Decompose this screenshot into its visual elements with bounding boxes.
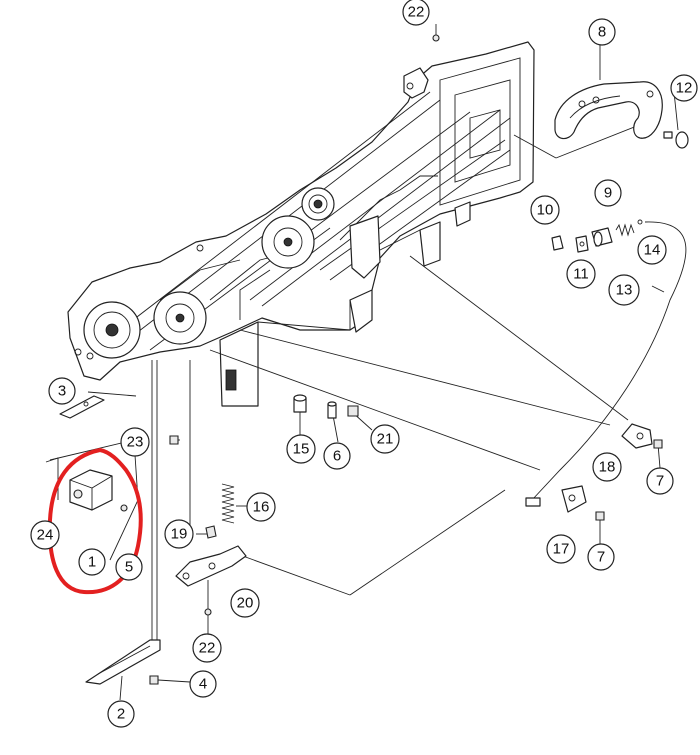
callout-label: 8 — [598, 24, 606, 41]
screw-part-7-upper — [653, 439, 663, 449]
sprocket-large-left — [83, 301, 141, 359]
tape-guide-assembly-part-1 — [69, 469, 128, 512]
callout-20: 20 — [230, 588, 260, 618]
shaft-part-9 — [591, 227, 613, 247]
callout-16: 16 — [246, 492, 276, 522]
callout-label: 22 — [199, 640, 216, 657]
gear-drive — [301, 187, 335, 221]
callout-2: 2 — [107, 700, 135, 728]
callout-label: 22 — [408, 4, 425, 21]
screw-part-4 — [149, 675, 159, 685]
callout-label: 10 — [537, 202, 554, 219]
bracket-part-17 — [525, 485, 587, 513]
pin-part-12 — [663, 131, 689, 149]
callout-9: 9 — [594, 179, 622, 207]
callout-3: 3 — [48, 377, 76, 405]
callout-19: 19 — [164, 519, 194, 549]
screw-part-22-top — [432, 34, 440, 42]
callout-7-upper: 7 — [646, 467, 674, 495]
callout-24: 24 — [30, 520, 60, 550]
clip-part-19 — [205, 525, 217, 539]
leader-lines — [45, 24, 687, 701]
callout-label: 1 — [88, 554, 96, 571]
spring-part-16 — [221, 483, 235, 524]
callout-4: 4 — [189, 670, 217, 698]
callout-7-lower: 7 — [587, 543, 615, 571]
callout-label: 7 — [656, 473, 664, 490]
screw-part-22-lower — [204, 608, 212, 616]
callout-label: 6 — [333, 448, 341, 465]
callout-label: 15 — [293, 441, 310, 458]
callout-label: 12 — [676, 80, 693, 97]
callout-10: 10 — [530, 195, 560, 225]
callout-label: 17 — [553, 541, 570, 558]
red-highlight-circle — [47, 448, 143, 595]
callout-1: 1 — [78, 548, 106, 576]
callout-15: 15 — [286, 434, 316, 464]
callout-label: 2 — [117, 706, 125, 723]
lever-part-20 — [175, 545, 247, 587]
callout-8: 8 — [588, 18, 616, 46]
screw-part-21 — [347, 405, 359, 417]
callout-label: 18 — [599, 459, 616, 476]
callout-label: 13 — [616, 282, 633, 299]
sprocket-mid — [153, 291, 207, 345]
callout-14: 14 — [637, 235, 667, 265]
callout-12: 12 — [670, 74, 698, 102]
callout-21: 21 — [370, 424, 400, 454]
feeder-frame — [67, 41, 535, 407]
screw-part-7-lower — [595, 511, 605, 521]
callout-label: 23 — [127, 434, 144, 451]
bracket-part-18 — [621, 423, 653, 449]
callout-22-top: 22 — [402, 0, 430, 26]
callout-label: 7 — [597, 549, 605, 566]
callout-23: 23 — [120, 427, 150, 457]
callout-11: 11 — [566, 259, 596, 289]
callout-18: 18 — [592, 452, 622, 482]
callout-label: 21 — [377, 431, 394, 448]
plate-part-2 — [85, 639, 161, 685]
pin-part-15 — [293, 394, 307, 413]
pin-part-6 — [327, 401, 337, 419]
callout-6: 6 — [323, 442, 351, 470]
callout-label: 24 — [37, 527, 54, 544]
callout-label: 11 — [573, 266, 589, 283]
screw-part-23 — [169, 435, 179, 445]
callout-13: 13 — [608, 274, 640, 306]
slider-part-3 — [59, 395, 105, 419]
callout-17: 17 — [546, 534, 576, 564]
callout-5: 5 — [115, 553, 143, 581]
callout-label: 4 — [199, 676, 207, 693]
callout-label: 9 — [604, 185, 612, 202]
callout-label: 16 — [253, 499, 270, 516]
sprocket-center — [261, 215, 315, 269]
callout-label: 20 — [237, 595, 254, 612]
callout-label: 3 — [58, 383, 66, 400]
callout-22-lower: 22 — [192, 633, 222, 663]
callout-label: 5 — [125, 559, 133, 576]
spring-part-14 — [615, 219, 643, 237]
callout-label: 14 — [644, 242, 661, 259]
callout-label: 19 — [171, 526, 188, 543]
handle-lever-part-8 — [554, 81, 663, 140]
clip-part-10 — [551, 235, 564, 251]
collar-part-11 — [575, 235, 589, 253]
